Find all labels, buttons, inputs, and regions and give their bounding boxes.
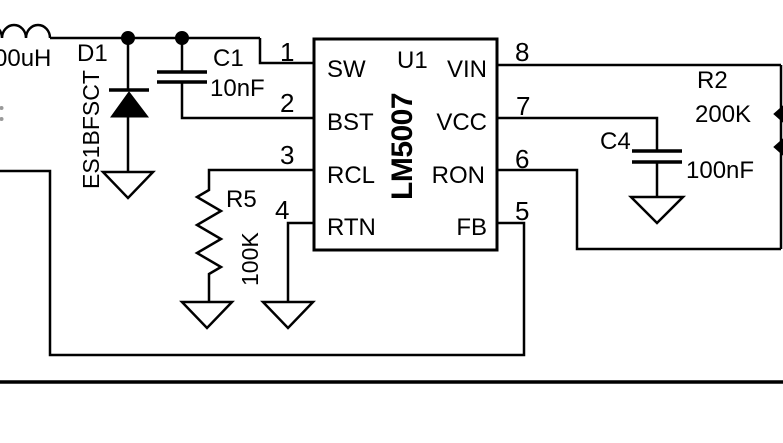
resistor-peak-icon (773, 138, 783, 156)
pin-name-bst: BST (327, 109, 374, 136)
c1-value-label: 10nF (210, 75, 265, 102)
pin-number-5: 5 (515, 196, 529, 226)
pin-number-6: 6 (515, 144, 529, 174)
pin-name-vcc: VCC (436, 109, 487, 136)
r2-value-label: 200K (695, 101, 751, 128)
ic-body (312, 37, 499, 252)
inductor-icon (0, 23, 52, 39)
wire-pin4-rtn (286, 221, 314, 302)
pin-name-ron: RON (432, 162, 485, 189)
c1-ref-label: C1 (213, 45, 244, 72)
clipped-edge-artifact (0, 106, 4, 110)
pin-number-1: 1 (280, 37, 294, 67)
pin-name-rtn: RTN (327, 214, 376, 241)
resistor-peak-icon (773, 105, 783, 123)
pin-number-2: 2 (280, 88, 294, 118)
ground-icon (627, 195, 687, 225)
r5-ref-label: R5 (226, 186, 257, 213)
pin-name-sw: SW (327, 56, 366, 83)
wire-pin7-vcc (497, 116, 659, 151)
ground-icon (179, 300, 235, 330)
ground-icon (100, 170, 156, 200)
wire-pin3-r5-resistor-icon (194, 168, 314, 302)
pin-name-vin: VIN (447, 56, 487, 83)
d1-ref-label: D1 (77, 40, 108, 67)
clipped-edge-artifact (0, 117, 4, 121)
ground-icon (260, 300, 316, 330)
diode-icon (110, 91, 150, 118)
inductor-value-label: 00uH (0, 45, 51, 72)
r2-ref-label: R2 (697, 67, 728, 94)
pin-number-8: 8 (515, 37, 529, 67)
pin-number-4: 4 (275, 195, 289, 225)
pin-number-7: 7 (516, 91, 530, 121)
u1-part-label: LM5007 (386, 93, 419, 200)
junction-dot-icon (121, 31, 135, 45)
wire-c1-to-pin2 (180, 82, 314, 120)
u1-ref-label: U1 (397, 47, 428, 74)
wire-sw-to-pin1 (258, 38, 314, 65)
wire-pin5-fb-loop (0, 169, 526, 357)
c4-ref-label: C4 (600, 128, 631, 155)
c4-value-label: 100nF (686, 157, 754, 184)
d1-part-label: ES1BFSCT (78, 70, 104, 189)
pin-name-fb: FB (456, 214, 487, 241)
r5-value-label: 100K (237, 232, 263, 286)
pin-number-3: 3 (280, 140, 294, 170)
pin-name-rcl: RCL (327, 162, 375, 189)
wire-pin6-ron (497, 168, 781, 251)
junction-dot-icon (175, 31, 189, 45)
